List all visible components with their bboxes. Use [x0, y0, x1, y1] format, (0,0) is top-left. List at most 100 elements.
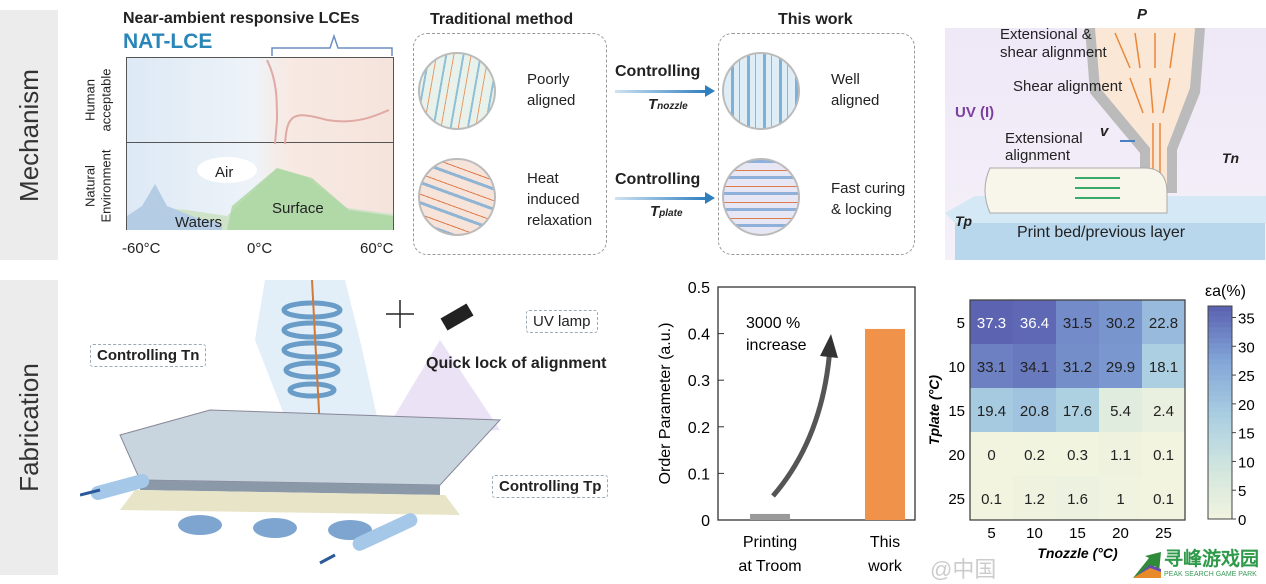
colorbar-segment — [1208, 460, 1232, 467]
colorbar-segment — [1208, 497, 1232, 504]
quick-lock-label: Quick lock of alignment — [426, 355, 607, 372]
controlling-tn-tag: Controlling Tn — [90, 344, 207, 367]
colorbar-segment — [1208, 465, 1232, 472]
t-nozzle-var: Tn — [1222, 150, 1240, 166]
section-label-fabrication: Fabrication — [0, 280, 58, 575]
row-label: 20 — [948, 447, 965, 464]
y-axis-label: Tplate (°C) — [926, 375, 942, 445]
row-label: 25 — [948, 491, 965, 508]
colorbar-segment — [1208, 492, 1232, 499]
x-category-label: Printing — [743, 534, 797, 551]
colorbar-segment — [1208, 503, 1232, 509]
heatmap-cell — [970, 388, 1013, 432]
heatmap-cell — [1056, 344, 1099, 388]
heat-relaxation-illustration — [418, 158, 496, 236]
uv-intensity-label: UV (I) — [955, 104, 995, 121]
row-label-text: Natural Environment — [82, 149, 113, 223]
heatmap-cell — [1142, 300, 1185, 344]
colorbar-label: 5 — [1238, 483, 1246, 500]
region-waters: Waters — [175, 214, 222, 231]
cell-value: 2.4 — [1153, 403, 1174, 420]
plot-frame — [717, 286, 916, 521]
heatmap-cell — [970, 300, 1013, 344]
colorbar-segment — [1208, 487, 1232, 493]
environment-illustration — [127, 157, 393, 230]
shear-alignment-label: Shear alignment — [1013, 78, 1123, 95]
velocity-label: v — [1100, 123, 1109, 140]
heatmap-cell — [1013, 300, 1056, 344]
colorbar-segment — [1208, 311, 1232, 318]
controlling-nozzle-label: Controlling — [615, 63, 701, 80]
nozzle-drawing — [945, 28, 1266, 260]
divider — [127, 142, 393, 143]
heatmap-cell — [1056, 476, 1099, 520]
watermark-handle: @中国 — [930, 557, 997, 582]
row-label-natural: Natural Environment — [70, 142, 126, 230]
region-surface: Surface — [272, 200, 324, 217]
x-tick: -60°C — [122, 240, 161, 257]
colorbar-segment — [1208, 306, 1232, 312]
colorbar-segment — [1208, 348, 1232, 355]
colorbar-segment — [1208, 508, 1232, 515]
watermark-logo: 寻峰游戏园 PEAK SEARCH GAME PARK — [1132, 549, 1266, 581]
cell-value: 0.1 — [1153, 491, 1174, 508]
colorbar-segment — [1208, 316, 1232, 323]
cell-value: 31.2 — [1063, 359, 1092, 376]
cell-value: 1 — [1116, 491, 1124, 508]
cell-value: 0.1 — [981, 491, 1002, 508]
cell-value: 34.1 — [1020, 359, 1049, 376]
colorbar-segment — [1208, 385, 1232, 392]
annotation-line: 3000 % — [746, 315, 800, 332]
traditional-box — [413, 33, 607, 255]
heatmap-cell — [1056, 300, 1099, 344]
fast-curing-label: Fast curing & locking — [831, 180, 906, 218]
cell-value: 19.4 — [977, 403, 1006, 420]
cell-value: 37.3 — [977, 315, 1006, 332]
arrow-icon — [615, 85, 715, 97]
heat-relaxation-label: Heat induced relaxation — [527, 170, 593, 229]
colorbar-label: 25 — [1238, 368, 1255, 385]
colorbar-frame — [1207, 305, 1233, 520]
controlling-plate-label: Controlling — [615, 171, 701, 188]
colorbar-segment — [1208, 380, 1232, 387]
pressure-label: P — [1137, 6, 1148, 23]
x-category-label: This — [870, 534, 900, 551]
controlling-tp-tag: Controlling Tp — [492, 475, 609, 498]
well-aligned-illustration — [722, 52, 800, 130]
increase-arrow — [771, 347, 833, 498]
y-tick-label: 0.1 — [688, 466, 710, 483]
y-tick-label: 0.4 — [688, 327, 710, 344]
logo-text: 寻峰游戏园 — [1164, 549, 1260, 570]
this-work-box — [718, 33, 915, 255]
heatmap-cell — [1013, 432, 1056, 476]
logo-mountain-icon — [1133, 552, 1161, 578]
logo-subtext: PEAK SEARCH GAME PARK — [1164, 571, 1257, 578]
y-tick-label: 0 — [701, 513, 710, 530]
x-tick: 0°C — [247, 240, 273, 257]
var: T — [648, 96, 658, 113]
this-work-title: This work — [778, 11, 853, 28]
heatmap-cell — [1099, 300, 1142, 344]
y-tick-label: 0.2 — [688, 420, 710, 437]
colorbar-segment — [1208, 423, 1232, 429]
bar-1 — [865, 328, 905, 520]
cell-value: 22.8 — [1149, 315, 1178, 332]
extensional-shear-label: Extensional & shear alignment — [1000, 26, 1107, 61]
heatmap-cell — [1056, 432, 1099, 476]
colorbar-title: εa(%) — [1205, 283, 1246, 300]
colorbar-segment — [1208, 412, 1232, 419]
colorbar-segment — [1208, 391, 1232, 398]
heatmap-cell — [1142, 344, 1185, 388]
colorbar-segment — [1208, 481, 1232, 488]
heatmap-frame — [969, 299, 1186, 521]
t-nozzle-label: Tnozzle — [648, 96, 688, 113]
subscript: plate — [659, 208, 683, 219]
colorbar-segment — [1208, 439, 1232, 445]
colorbar-segment — [1208, 396, 1232, 403]
cell-value: 0.2 — [1024, 447, 1045, 464]
colorbar-segment — [1208, 401, 1232, 408]
heatmap-cell — [1142, 432, 1185, 476]
colorbar-segment — [1208, 471, 1232, 477]
var: T — [650, 203, 660, 220]
colorbar-segment — [1208, 407, 1232, 413]
